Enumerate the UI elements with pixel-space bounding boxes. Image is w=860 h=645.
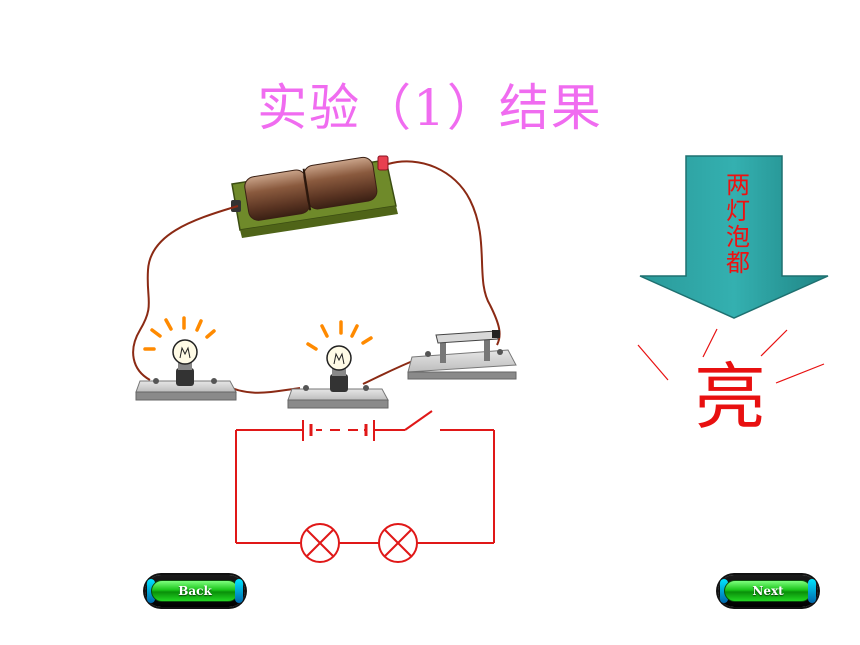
- back-button-label: Back: [151, 580, 239, 602]
- arrow-label: 两 灯 泡 都: [718, 172, 758, 276]
- arrow-char-3: 泡: [726, 223, 750, 251]
- battery-holder: [231, 155, 398, 238]
- back-button[interactable]: Back: [145, 575, 245, 607]
- page-title: 实验（1）结果: [257, 79, 603, 137]
- result-text: 亮: [693, 355, 766, 439]
- next-button-edge-right: [808, 579, 816, 603]
- arrow-char-2: 灯: [726, 197, 750, 225]
- result-sparkles: [637, 328, 825, 384]
- circuit-schematic: [235, 410, 495, 563]
- next-button-label: Next: [724, 580, 812, 602]
- bulb-middle: [287, 320, 389, 409]
- switch: [407, 330, 517, 380]
- back-button-edge-right: [235, 579, 243, 603]
- next-button[interactable]: Next: [718, 575, 818, 607]
- arrow-char-1: 两: [726, 171, 750, 199]
- bulb-left: [135, 316, 237, 401]
- result-arrow: [639, 155, 829, 319]
- arrow-char-4: 都: [726, 249, 750, 277]
